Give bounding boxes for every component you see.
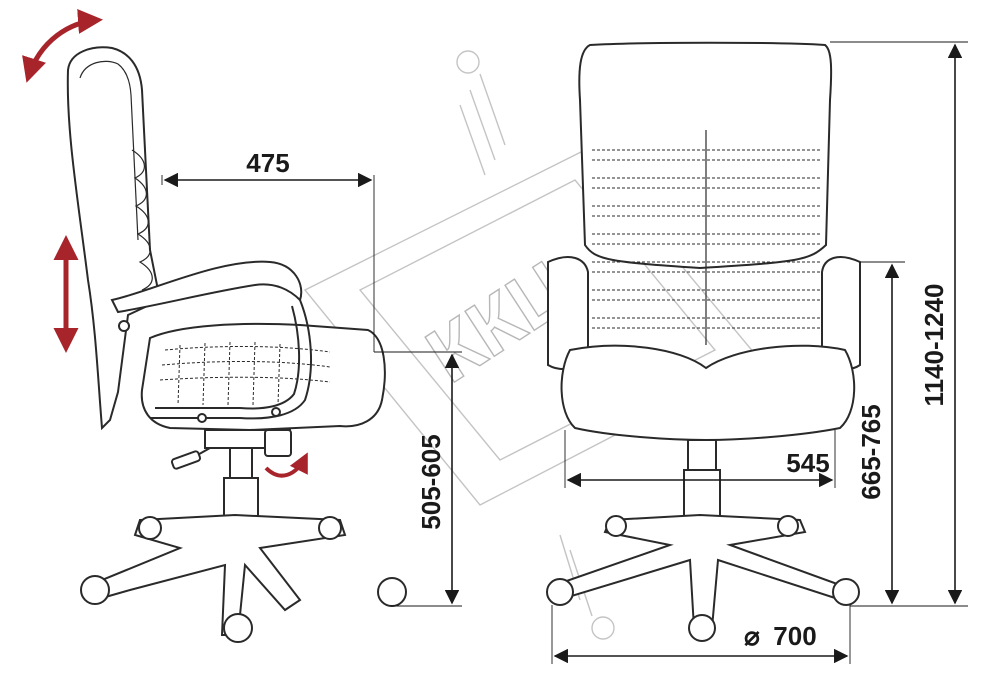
dimension-side-depth: 475 — [161, 148, 375, 352]
dimension-front-total-height: 1140-1240 — [830, 41, 968, 607]
dimension-base-diameter-symbol: ⌀ — [744, 621, 760, 651]
tilt-arrow-icon — [22, 8, 103, 83]
dimension-front-seat-width-label: 545 — [786, 448, 829, 478]
dimension-front-armrest-height: 665-765 — [850, 261, 905, 607]
dimension-side-seat-height-label: 505-605 — [416, 434, 446, 529]
dimension-front-seat-width: 545 — [564, 430, 836, 488]
dimension-base-diameter-label: 700 — [773, 621, 816, 651]
side-view-chair — [66, 46, 407, 643]
rotate-arrow-icon — [264, 452, 308, 478]
dimension-side-depth-label: 475 — [246, 148, 289, 178]
dimension-side-seat-height: 505-605 — [374, 351, 462, 607]
dimension-base-diameter: ⌀ 700 — [551, 605, 851, 664]
dimension-front-total-height-label: 1140-1240 — [919, 284, 949, 407]
dimension-front-armrest-height-label: 665-765 — [856, 404, 886, 499]
front-view-chair — [546, 41, 861, 642]
